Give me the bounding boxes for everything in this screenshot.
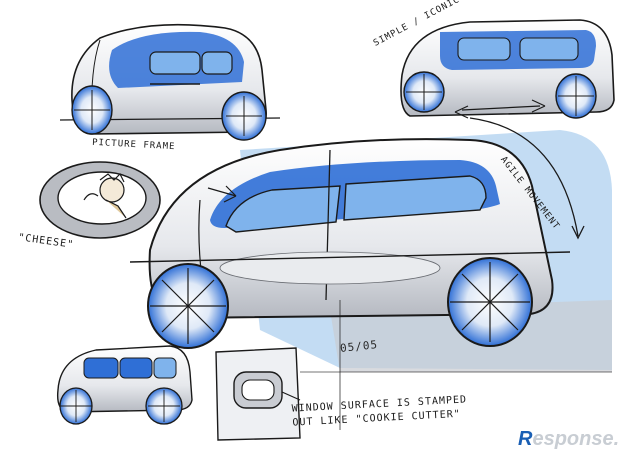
cheese-window-bubble — [39, 161, 161, 239]
response-logo: Response. — [518, 428, 620, 450]
cookie-cutter-window-box — [215, 347, 301, 441]
arrow-icon — [531, 99, 546, 113]
curved-arrow-icon — [469, 117, 579, 237]
car-sketch-top-right — [400, 19, 615, 119]
face-icon — [99, 177, 125, 203]
car-sketch-bottom-left — [56, 345, 193, 425]
car-sketch-main — [129, 138, 571, 349]
arrow-icon — [207, 185, 237, 203]
car-sketch-top-left — [59, 23, 281, 141]
arrow-icon — [454, 105, 469, 119]
